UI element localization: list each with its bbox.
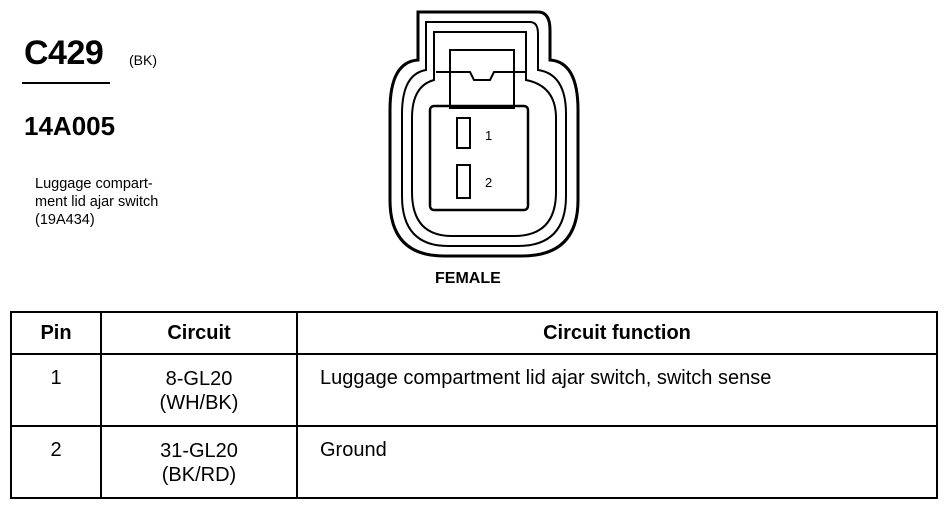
description-line: Luggage compart- (35, 176, 153, 192)
pin-cell: 1 (10, 353, 102, 427)
connector-face-diagram (388, 10, 580, 258)
connector-id: C429 (24, 34, 104, 72)
pin-table: Pin Circuit Circuit function 1 8-GL20 (W… (10, 311, 938, 499)
header-pin: Pin (10, 311, 102, 355)
wire-color: (WH/BK) (159, 392, 239, 414)
circuit-cell: 8-GL20 (WH/BK) (100, 353, 298, 427)
connector-gender: FEMALE (435, 270, 501, 287)
connector-outer-housing (388, 10, 580, 258)
connector-color: (BK) (129, 52, 157, 68)
component-description: Luggage compart- ment lid ajar switch (1… (35, 175, 158, 229)
locking-tab (450, 71, 514, 81)
pin-1-cavity (456, 117, 471, 149)
description-line: ment lid ajar switch (35, 194, 159, 210)
table-row: 1 8-GL20 (WH/BK) Luggage compartment lid… (10, 353, 938, 427)
function-cell: Luggage compartment lid ajar switch, swi… (296, 353, 938, 427)
connector-inner-housing (411, 31, 557, 237)
circuit-cell: 31-GL20 (BK/RD) (100, 425, 298, 499)
locking-tab-frame (449, 49, 515, 109)
pin-1-label: 1 (485, 128, 493, 143)
function-cell: Ground (296, 425, 938, 499)
part-number: 14A005 (24, 111, 116, 141)
circuit-number: 31-GL20 (160, 440, 238, 462)
header-circuit: Circuit (100, 311, 298, 355)
connector-middle-housing (401, 21, 567, 247)
circuit-number: 8-GL20 (165, 368, 233, 390)
table-row: 2 31-GL20 (BK/RD) Ground (10, 425, 938, 499)
header-circuit-function: Circuit function (296, 311, 938, 355)
wire-color: (BK/RD) (161, 464, 237, 486)
pin-2-label: 2 (485, 175, 493, 190)
pin-cell: 2 (10, 425, 102, 499)
description-line: (19A434) (35, 212, 95, 228)
pin-2-cavity (456, 164, 471, 199)
connector-id-underline (22, 82, 110, 84)
terminal-body (428, 104, 530, 212)
table-header-row: Pin Circuit Circuit function (10, 311, 938, 355)
